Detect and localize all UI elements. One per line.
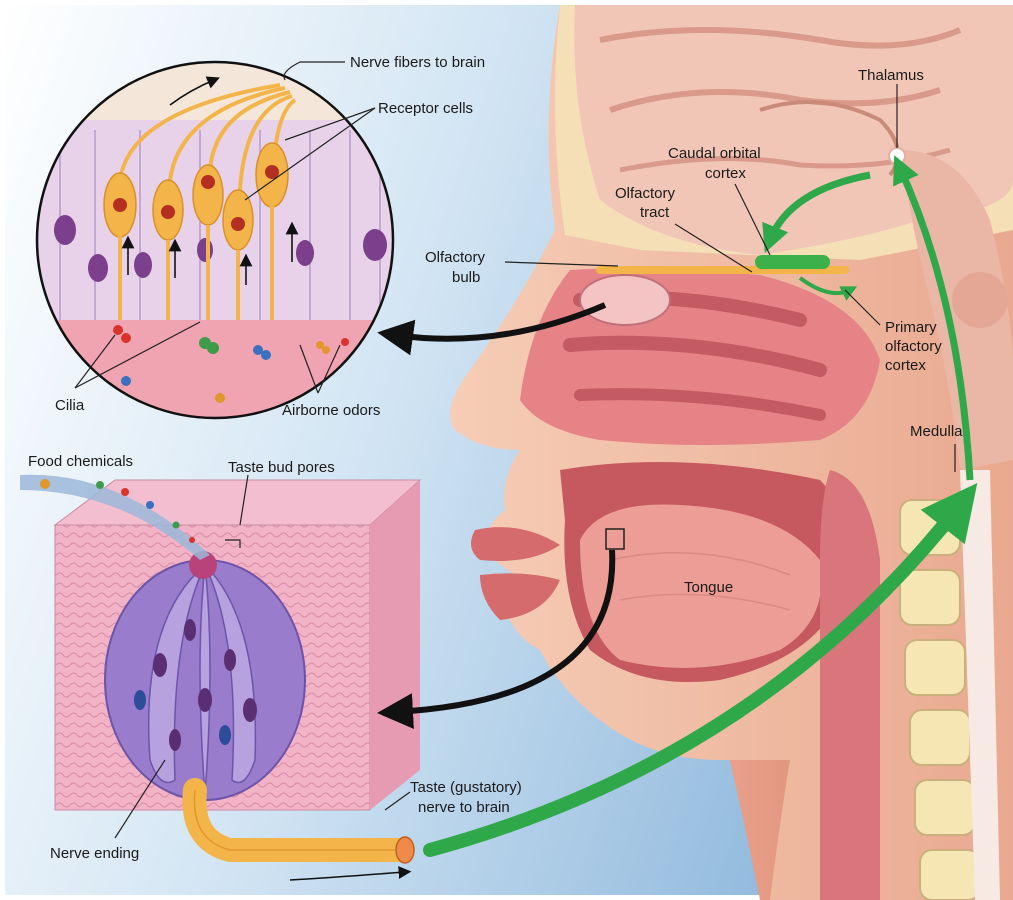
label-nerve-fibers: Nerve fibers to brain — [350, 54, 485, 71]
label-food-chemicals: Food chemicals — [28, 453, 133, 470]
label-thalamus: Thalamus — [858, 67, 924, 84]
thalamus-dot — [889, 148, 905, 164]
olfactory-epithelium-inset — [35, 60, 395, 420]
olfactory-bulb-shape — [580, 275, 670, 325]
label-taste-nerve-2: nerve to brain — [418, 799, 510, 816]
label-olf-tract-2: tract — [640, 204, 670, 221]
label-caudal-1: Caudal orbital — [668, 145, 761, 162]
label-taste-nerve-1: Taste (gustatory) — [410, 779, 522, 796]
label-cilia: Cilia — [55, 397, 85, 414]
label-caudal-2: cortex — [705, 165, 746, 182]
caudal-cortex-highlight — [755, 255, 830, 269]
label-medulla: Medulla — [910, 423, 963, 440]
airway — [820, 470, 880, 900]
label-olf-bulb-1: Olfactory — [425, 249, 486, 266]
label-primary-3: cortex — [885, 357, 926, 374]
label-olf-tract-1: Olfactory — [615, 185, 676, 202]
label-taste-bud-pores: Taste bud pores — [228, 459, 335, 476]
label-airborne-odors: Airborne odors — [282, 402, 380, 419]
label-primary-1: Primary — [885, 319, 937, 336]
label-primary-2: olfactory — [885, 338, 942, 355]
label-nerve-ending: Nerve ending — [50, 845, 139, 862]
label-receptor-cells: Receptor cells — [378, 100, 473, 117]
label-tongue: Tongue — [684, 579, 733, 596]
label-olf-bulb-2: bulb — [452, 269, 480, 286]
